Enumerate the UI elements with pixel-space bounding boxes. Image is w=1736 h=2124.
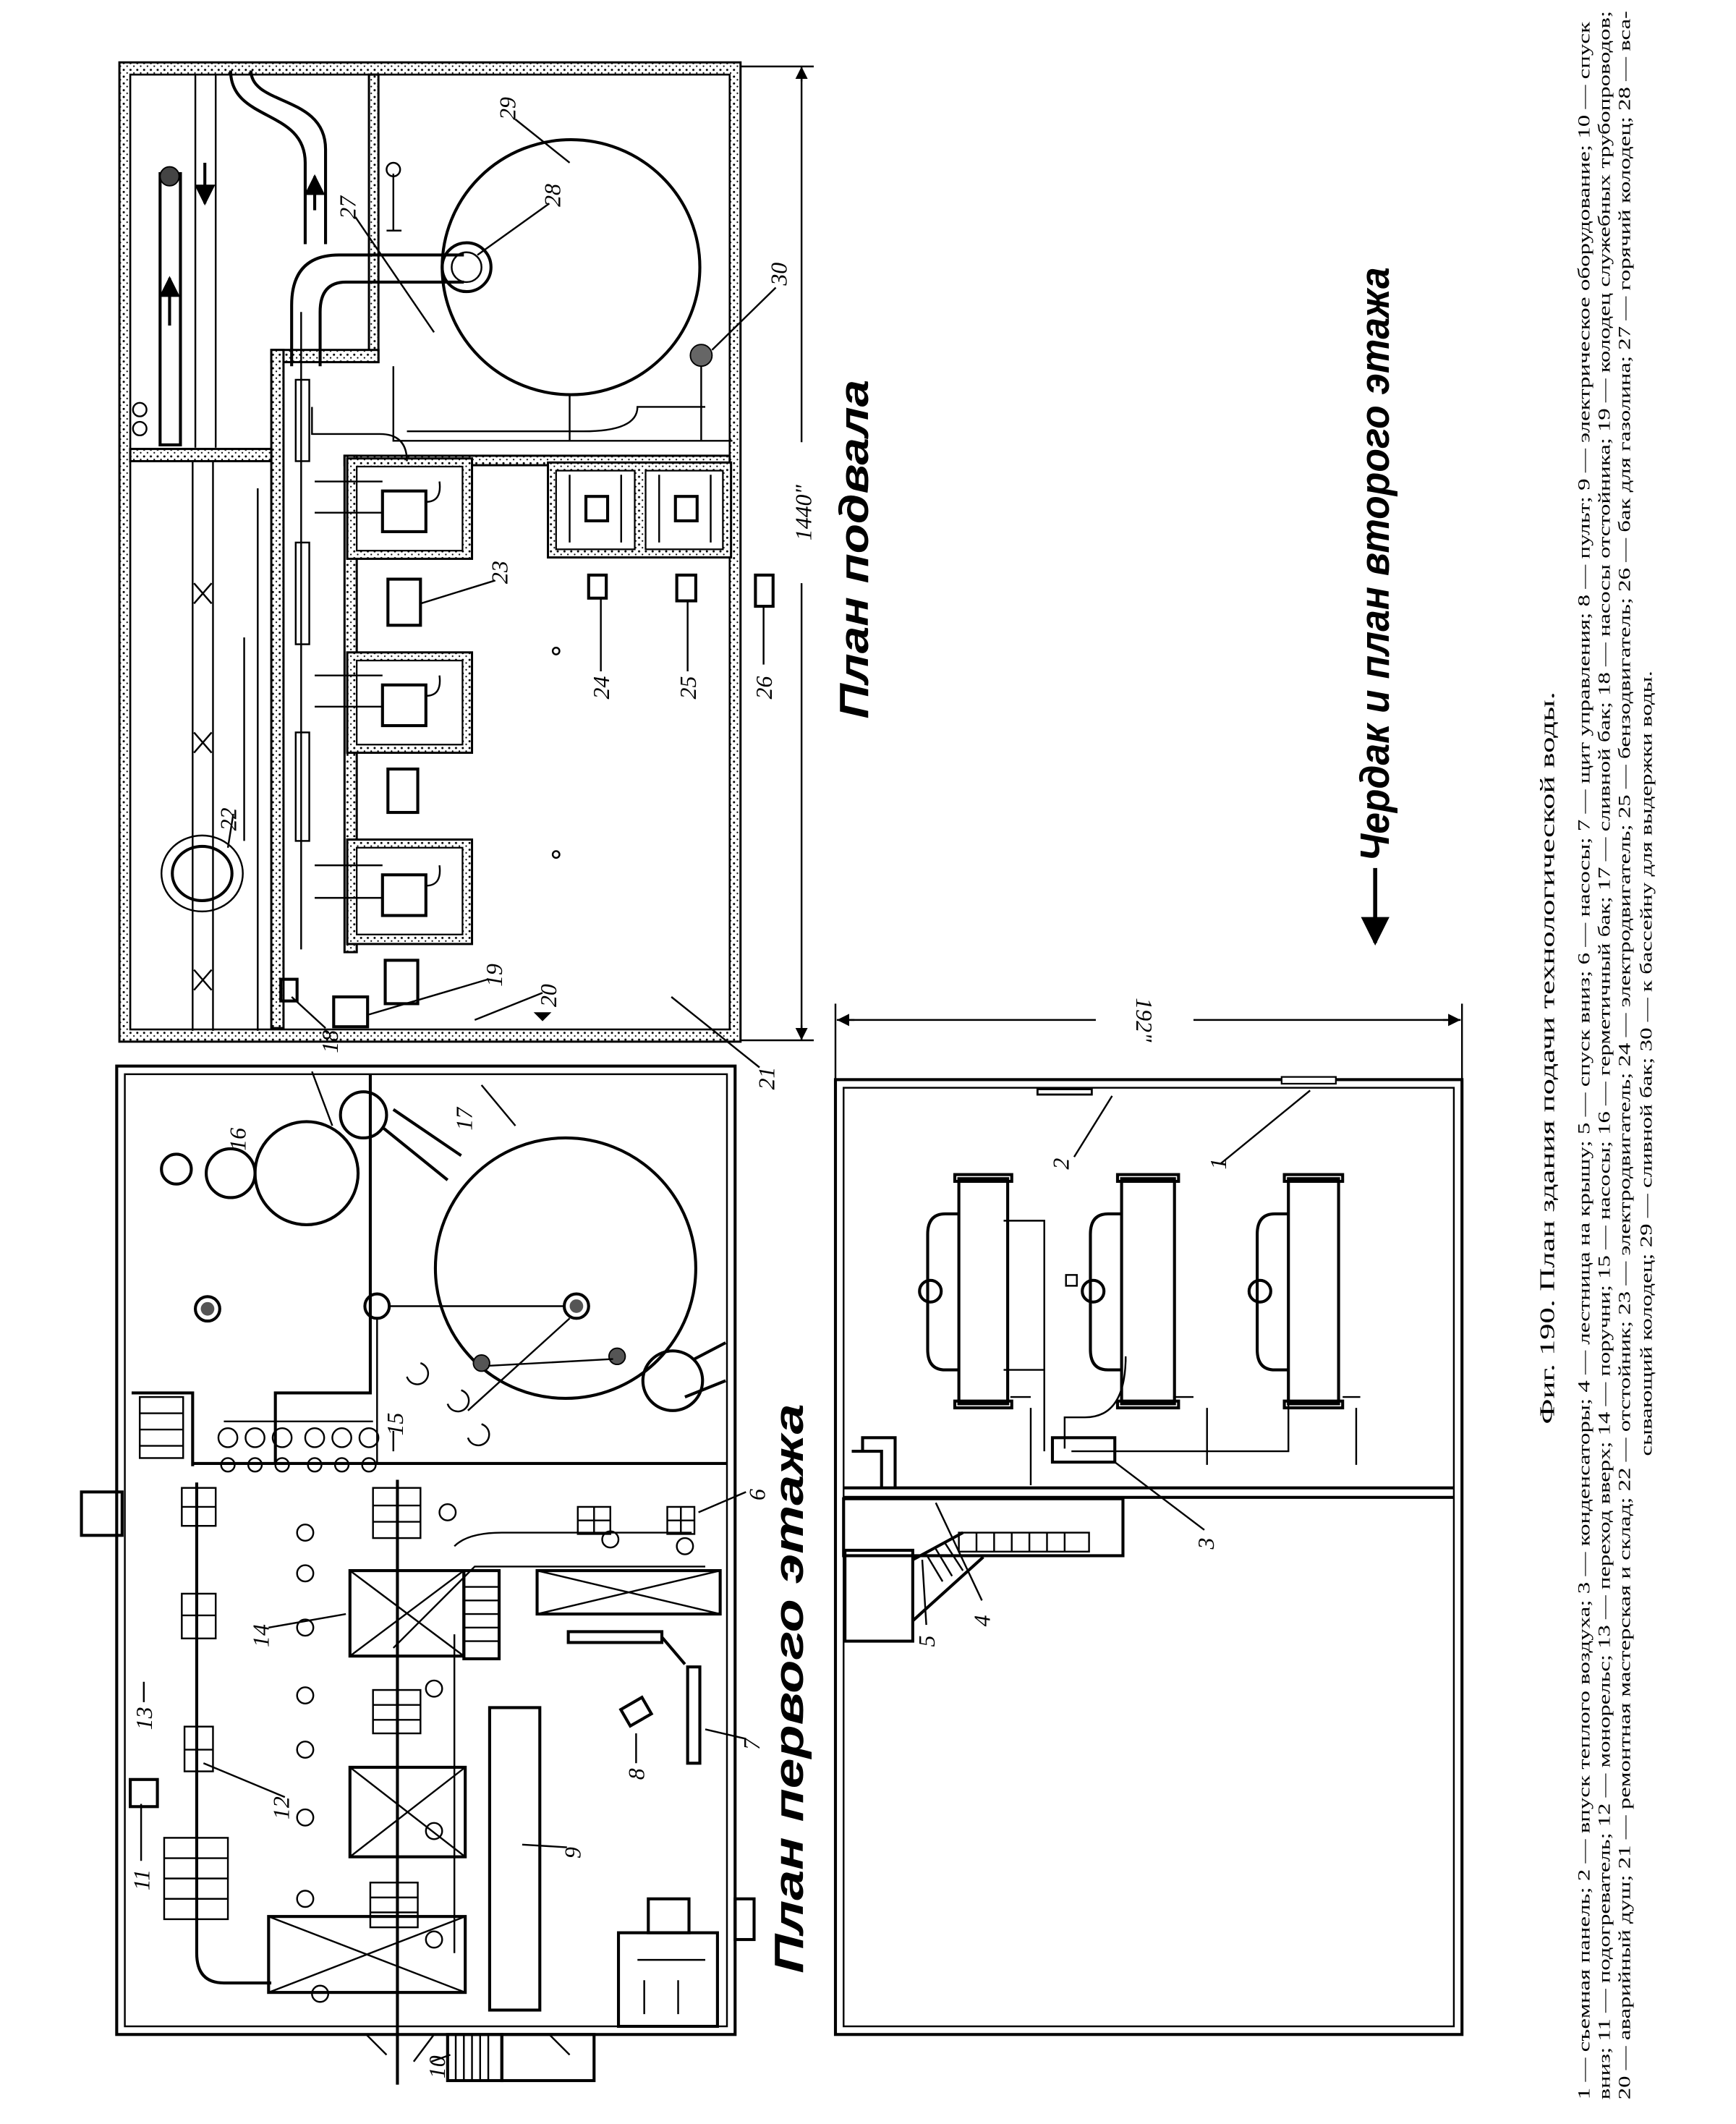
- basement-plan: [118, 61, 814, 1069]
- suction-pipe: [290, 253, 464, 367]
- electric-motor: [386, 767, 420, 815]
- callout-13: 13: [132, 1707, 157, 1730]
- first-floor-plan-title: План первого этажа: [766, 1403, 812, 1973]
- pump-motor: [380, 873, 427, 917]
- callout-5: 5: [914, 1636, 940, 1647]
- figure-title: Фиг. 190. План здания подачи технологиче…: [1537, 692, 1560, 1424]
- callout-1: 1: [1206, 1158, 1231, 1170]
- callout-27: 27: [335, 195, 360, 219]
- callout-15: 15: [383, 1413, 408, 1436]
- inlet-s-pipe: [229, 70, 328, 245]
- service-well-19: [332, 995, 370, 1029]
- callout-23: 23: [487, 561, 512, 584]
- first-floor-plan: [80, 1064, 756, 2085]
- callout-28: 28: [540, 184, 565, 207]
- basement-wall: [270, 349, 285, 1029]
- pump-motor: [380, 489, 427, 533]
- callout-3: 3: [1194, 1538, 1219, 1550]
- callout-16: 16: [225, 1128, 250, 1151]
- callout-25: 25: [676, 676, 701, 700]
- figure-caption: Фиг. 190. План здания подачи технологиче…: [1537, 11, 1656, 2099]
- callout-14: 14: [248, 1624, 273, 1647]
- control-panel-7: [686, 1665, 702, 1765]
- dimension-label-192: 192": [1131, 998, 1157, 1042]
- dimension-line-192: [834, 1003, 1463, 1080]
- pump-motor: [673, 495, 699, 523]
- legend-line-3: 20 — аварийный душ; 21 — ремонтная масте…: [1616, 11, 1635, 2099]
- condensers-3: [918, 1173, 1345, 1410]
- basement-wall: [367, 73, 380, 364]
- second-floor-plan: [833, 1003, 1464, 2036]
- pump-room-wall: [131, 1074, 728, 1466]
- second-floor-outer-wall: [833, 1078, 1464, 2036]
- stair-13-up: [138, 1396, 184, 1459]
- sump-pumps-18: [279, 977, 299, 1003]
- callout-6: 6: [745, 1489, 770, 1500]
- callout-9: 9: [561, 1847, 586, 1858]
- electric-motor: [383, 959, 420, 1006]
- callout-20: 20: [536, 984, 561, 1007]
- callout-2: 2: [1048, 1158, 1073, 1170]
- callout-24: 24: [589, 676, 614, 700]
- callout-19: 19: [482, 964, 507, 987]
- legend-line-1: 1 — съемная панель; 2 — впуск теплого во…: [1575, 21, 1594, 2099]
- attic-divider-wall: [843, 1486, 1454, 1499]
- callout-labels: 1 2 3 4 5 6 7 8 9 10 11 12 13 14 15 16 1…: [129, 97, 1231, 2078]
- legend-line-2: вниз; 11 — подогреватель; 12 — монорельс…: [1596, 11, 1614, 2099]
- callout-29: 29: [495, 97, 521, 120]
- callout-18: 18: [318, 1030, 343, 1053]
- gasoline-tank-26: [754, 573, 775, 608]
- first-floor-outer-wall: [115, 1064, 737, 2036]
- electrical-equipment-9: [488, 1706, 542, 2012]
- hatch-opening: [267, 1569, 722, 1995]
- callout-12: 12: [268, 1796, 294, 1819]
- callout-22: 22: [216, 807, 241, 831]
- callout-7: 7: [739, 1737, 765, 1750]
- console-8: [618, 1695, 654, 1728]
- basement-wall: [129, 448, 273, 462]
- dimension-label-1440: 1440": [791, 485, 816, 541]
- basement-wall: [270, 349, 380, 364]
- stair-down-5: [911, 1531, 984, 1622]
- monorail-12: [195, 1482, 272, 1985]
- callout-8: 8: [624, 1768, 650, 1780]
- dimension-line-1440: [740, 65, 814, 1042]
- callout-10: 10: [425, 2055, 450, 2078]
- suction-well-28: [441, 241, 493, 294]
- sealed-tank-16: [253, 1120, 360, 1227]
- header-pipe: [294, 731, 310, 842]
- callout-4: 4: [970, 1615, 995, 1626]
- removable-panel-1: [1280, 1076, 1337, 1085]
- callout-21: 21: [754, 1067, 780, 1090]
- condenser-panel-3: [1050, 1436, 1117, 1464]
- heater-11: [129, 1777, 159, 1809]
- callout-17: 17: [452, 1106, 477, 1131]
- basement-plan-title: План подвала: [831, 380, 877, 719]
- pumps-15: [217, 1420, 380, 1473]
- pump-motor: [584, 495, 610, 523]
- drain-tank-17: [433, 1136, 697, 1401]
- settling-tank: [171, 844, 234, 902]
- callout-30: 30: [767, 263, 792, 286]
- warm-air-inlet-2: [1036, 1088, 1093, 1096]
- callout-11: 11: [129, 1869, 154, 1890]
- electric-motor-24: [587, 573, 608, 600]
- header-pipe: [294, 541, 310, 645]
- pump-motor: [380, 683, 427, 728]
- callout-26: 26: [752, 676, 777, 700]
- pool-outlet-30: [689, 344, 713, 368]
- roof-ladder-4: [958, 1532, 1090, 1553]
- second-floor-plan-title: Чердак и план второго этажа: [1352, 267, 1397, 861]
- grid-box: [163, 1487, 696, 1929]
- legend-line-4: сывающий колодец; 29 — сливной бак; 30 —…: [1638, 671, 1656, 1456]
- gasoline-engine-25: [675, 573, 697, 603]
- shower-room: [616, 1931, 719, 2029]
- header-pipe: [294, 378, 310, 462]
- electric-motor-23: [386, 577, 422, 627]
